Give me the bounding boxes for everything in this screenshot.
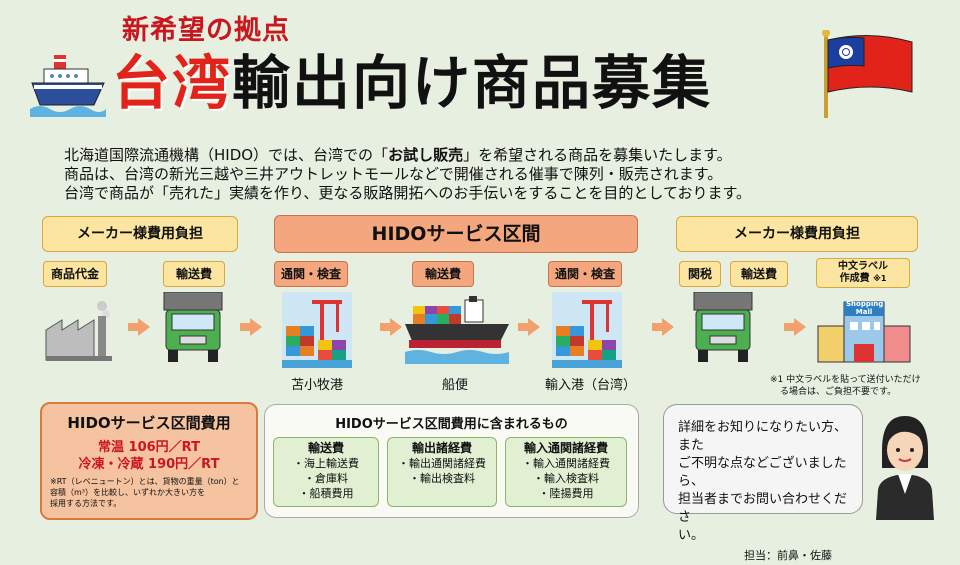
title-taiwan: 台湾 (112, 49, 233, 117)
contact-bubble: 詳細をお知りになりたい方、また ご不明な点などございましたら、 担当者までお問い… (663, 404, 863, 562)
staff-person-icon (868, 410, 942, 520)
subtitle: 新希望の拠点 (122, 15, 290, 46)
arrow-right-icon (784, 318, 806, 336)
tag-customs-2: 通関・検査 (548, 261, 622, 287)
tag-chinese-label-cost: 中文ラベル 作成費 ※1 (816, 258, 910, 288)
footnote: ※1 中文ラベルを貼って送付いただけ る場合は、ご負担不要です。 (770, 375, 921, 397)
service-cost-box: HIDOサービス区間費用 常温 106円／RT 冷凍・冷蔵 190円／RT ※R… (40, 402, 258, 520)
included-group-export: 輸出諸経費 ・輸出通関諸経費 ・輸出検査料 (387, 437, 497, 507)
hido-service-header: HIDOサービス区間 (274, 215, 638, 253)
included-group-import: 輸入通関諸経費 ・輸入通関諸経費 ・輸入検査料 ・陸揚費用 (505, 437, 627, 507)
intro-line-3: 台湾で商品が「売れた」実績を作り、更なる販路開拓へのお手伝いをすることを目的とし… (64, 184, 752, 202)
page-title: 台湾輸出向け商品募集 (112, 48, 712, 118)
cargo-ship-icon (405, 296, 509, 364)
ship-icon (30, 55, 106, 117)
included-group-transport: 輸送費 ・海上輸送費 ・倉庫料 ・船積費用 (273, 437, 379, 507)
tag-tariff: 関税 (679, 261, 721, 287)
taiwan-flag-icon (820, 29, 920, 120)
arrow-right-icon (518, 318, 540, 336)
maker-cost-header-right: メーカー様費用負担 (676, 216, 918, 252)
tag-transport-1: 輸送費 (163, 261, 225, 287)
included-heading: HIDOサービス区間費用に含まれるもの (335, 417, 568, 432)
tag-transport-3: 輸送費 (730, 261, 788, 287)
caption-ship: 船便 (441, 378, 468, 393)
intro-text: 北海道国際流通機構（HIDO）では、台湾での「お試し販売」を希望される商品を募集… (64, 146, 864, 203)
maker-cost-header-left: メーカー様費用負担 (42, 216, 238, 252)
intro-line-1: 北海道国際流通機構（HIDO）では、台湾での「お試し販売」を希望される商品を募集… (64, 146, 732, 164)
port-container-icon (552, 292, 622, 368)
caption-import-port: 輸入港（台湾） (545, 378, 637, 393)
factory-icon (44, 300, 114, 362)
intro-line-2: 商品は、台湾の新光三越や三井アウトレットモールなどで開催される催事で陳列・販売さ… (64, 165, 723, 183)
truck-icon (690, 291, 756, 364)
service-cost-heading: HIDOサービス区間費用 (67, 414, 231, 432)
rt-note: ※RT（レベニュートン）とは、貨物の重量（ton）と 容積（m³）を比較し、いず… (50, 477, 240, 508)
caption-tomakomai-port: 苫小牧港 (290, 378, 343, 393)
price-normal: 常温 106円／RT (98, 440, 200, 455)
tag-transport-2: 輸送費 (412, 261, 474, 287)
tag-product-price: 商品代金 (43, 261, 107, 287)
price-frozen: 冷凍・冷蔵 190円／RT (78, 457, 220, 472)
mall-sign: Shopping Mall (846, 300, 884, 316)
arrow-right-icon (380, 318, 402, 336)
arrow-right-icon (128, 318, 150, 336)
contact-person: 担当：前鼻・佐藤 (744, 549, 832, 562)
included-costs-box: HIDOサービス区間費用に含まれるもの 輸送費 ・海上輸送費 ・倉庫料 ・船積費… (264, 404, 639, 518)
tag-customs-1: 通関・検査 (274, 261, 348, 287)
shopping-mall-icon: Shopping Mall (814, 296, 914, 366)
port-container-icon (282, 292, 352, 368)
truck-icon (160, 291, 226, 364)
title-main: 輸出向け商品募集 (232, 49, 713, 117)
arrow-right-icon (652, 318, 674, 336)
arrow-right-icon (240, 318, 262, 336)
